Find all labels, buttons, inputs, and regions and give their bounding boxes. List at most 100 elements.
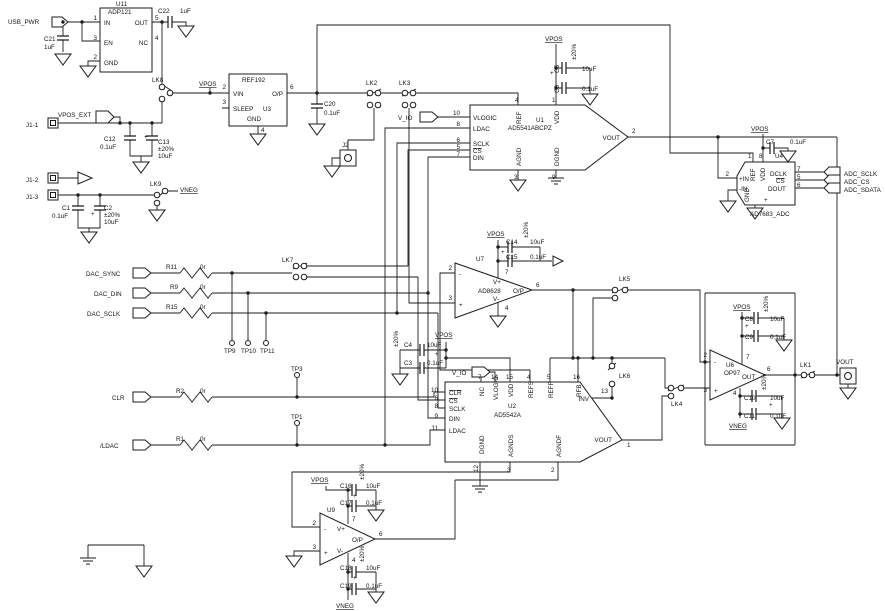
c13-tol: ±20% [158,146,174,153]
lk6-ref: LK6 [619,373,631,380]
u2-pin-ldac: LDAC [449,428,466,435]
c14-tol: ±20% [523,222,530,238]
u2-pin11-num: 11 [431,425,438,432]
lk5-jumper [611,286,629,302]
cap-c16 [351,484,357,496]
u11-body [99,7,153,73]
c5-val: 10uF [582,66,597,73]
c4-ref: C4 [404,342,413,349]
cap-c20 [311,103,323,109]
u2-pin-dgnd: DGND [479,435,486,454]
dac-sclk-flag [132,307,152,319]
vpos-net-7: VPOS [311,477,329,484]
usb-pwr-label: USB_PWR [8,19,40,26]
junction-dots [61,20,839,591]
u1-pin-agnd: AGND [516,147,523,166]
u11-pin3-num: 3 [93,35,97,42]
r15-ref: R15 [166,304,178,311]
r11-ref: R11 [166,264,178,271]
u1-pin-ldac: LDAC [473,126,490,133]
c8-plus: + [745,323,749,330]
j1-3-label: J1-3 [26,194,39,201]
u9-ref: U9 [327,507,336,514]
c10-val: 10uF [770,395,785,402]
u11-part: ADP121 [108,9,132,16]
lk8-ref: LK8 [152,77,164,84]
gnd-lk9 [148,209,166,222]
c20-ref: C20 [324,101,336,108]
earth-u1-dgnd [548,177,564,185]
u4-pin-gnd: GND [744,188,751,202]
c14-plus: + [501,249,505,256]
u4-pin-cs: CS [776,178,785,185]
cap-c9 [753,330,759,342]
c17-val: 0.1uF [366,500,382,507]
u1-pin3-num: 3 [514,174,518,181]
jumpers-testpoints [153,83,816,426]
c18-val: 10uF [366,565,381,572]
cap-c15 [507,255,513,267]
u1-pin1-num: 1 [552,97,556,104]
clr-flag [132,391,152,403]
gnd-ref192 [249,133,267,146]
u9-pin3-num: 3 [312,544,316,551]
c17-ref: C17 [340,500,352,507]
cap-c1 [72,205,84,211]
cap-c3 [419,362,425,374]
c18-ref: C18 [340,565,352,572]
lk6-jumper [608,362,616,388]
r9-ref: R9 [170,284,179,291]
u9-opamp-body [319,512,377,566]
ref192-pin-vin: VIN [233,91,244,98]
resistor-r2 [179,391,213,403]
lk4-ref: LK4 [671,401,683,408]
u7-opamp-body [454,262,534,319]
vpos-net-1: VPOS [199,81,217,88]
lk3-jumper [401,89,417,109]
c5-plus: + [550,70,554,77]
tp3-label: TP3 [291,366,303,373]
c21-val: 1uF [44,44,55,51]
gnd-c12-c13 [132,161,150,174]
cap-c21 [57,35,69,41]
c3-val: 0.1uF [427,360,443,367]
gnd-u11 [79,65,97,78]
lk7-ref: LK7 [282,257,294,264]
r2-ref: R2 [176,388,185,395]
u1-pin10-num: 10 [453,110,461,117]
c2-ref: C2 [104,205,113,212]
c9-ref: C9 [745,334,754,341]
u9-minus: - [324,526,326,533]
u7-vminus: V- [493,296,499,303]
c16-tol: ±20% [359,464,366,480]
u2-pin-din: DIN [449,416,460,423]
u2-pin-agndf: AGNDF [556,435,563,457]
tp1-label: TP1 [291,414,303,421]
lk9-ref: LK9 [150,181,162,188]
u9-op: O/P [352,537,363,544]
u7-pin3-num: 3 [448,295,452,302]
c15-val: 0.1uF [530,254,546,261]
connectors [47,16,857,451]
dac-sync-label: DAC_SYNC [86,271,121,278]
cap-c18 [351,566,357,578]
u2-pin1-num: 1 [627,442,631,449]
gnd-c21 [54,53,72,66]
u2-pin-inv: INV [579,396,590,403]
u2-pin12-num: 12 [473,464,480,472]
c16-val: 10uF [366,483,381,490]
u1-pin2-num: 2 [632,128,636,135]
earth-u2-dgnd [472,485,488,493]
lk7-jumper [292,262,308,281]
cap-c4 [419,344,425,356]
u1-body [469,104,629,171]
cap-c11 [751,408,757,420]
cap-c8 [753,312,759,324]
u1-pin-ref: REF [516,111,523,124]
ref192-body [228,73,288,127]
gnd-c18-c19 [367,591,385,604]
capacitor-plates [57,16,775,595]
cap-c14 [507,241,513,253]
dac-sync-flag [132,267,152,279]
c4-val: 10uF [427,342,442,349]
